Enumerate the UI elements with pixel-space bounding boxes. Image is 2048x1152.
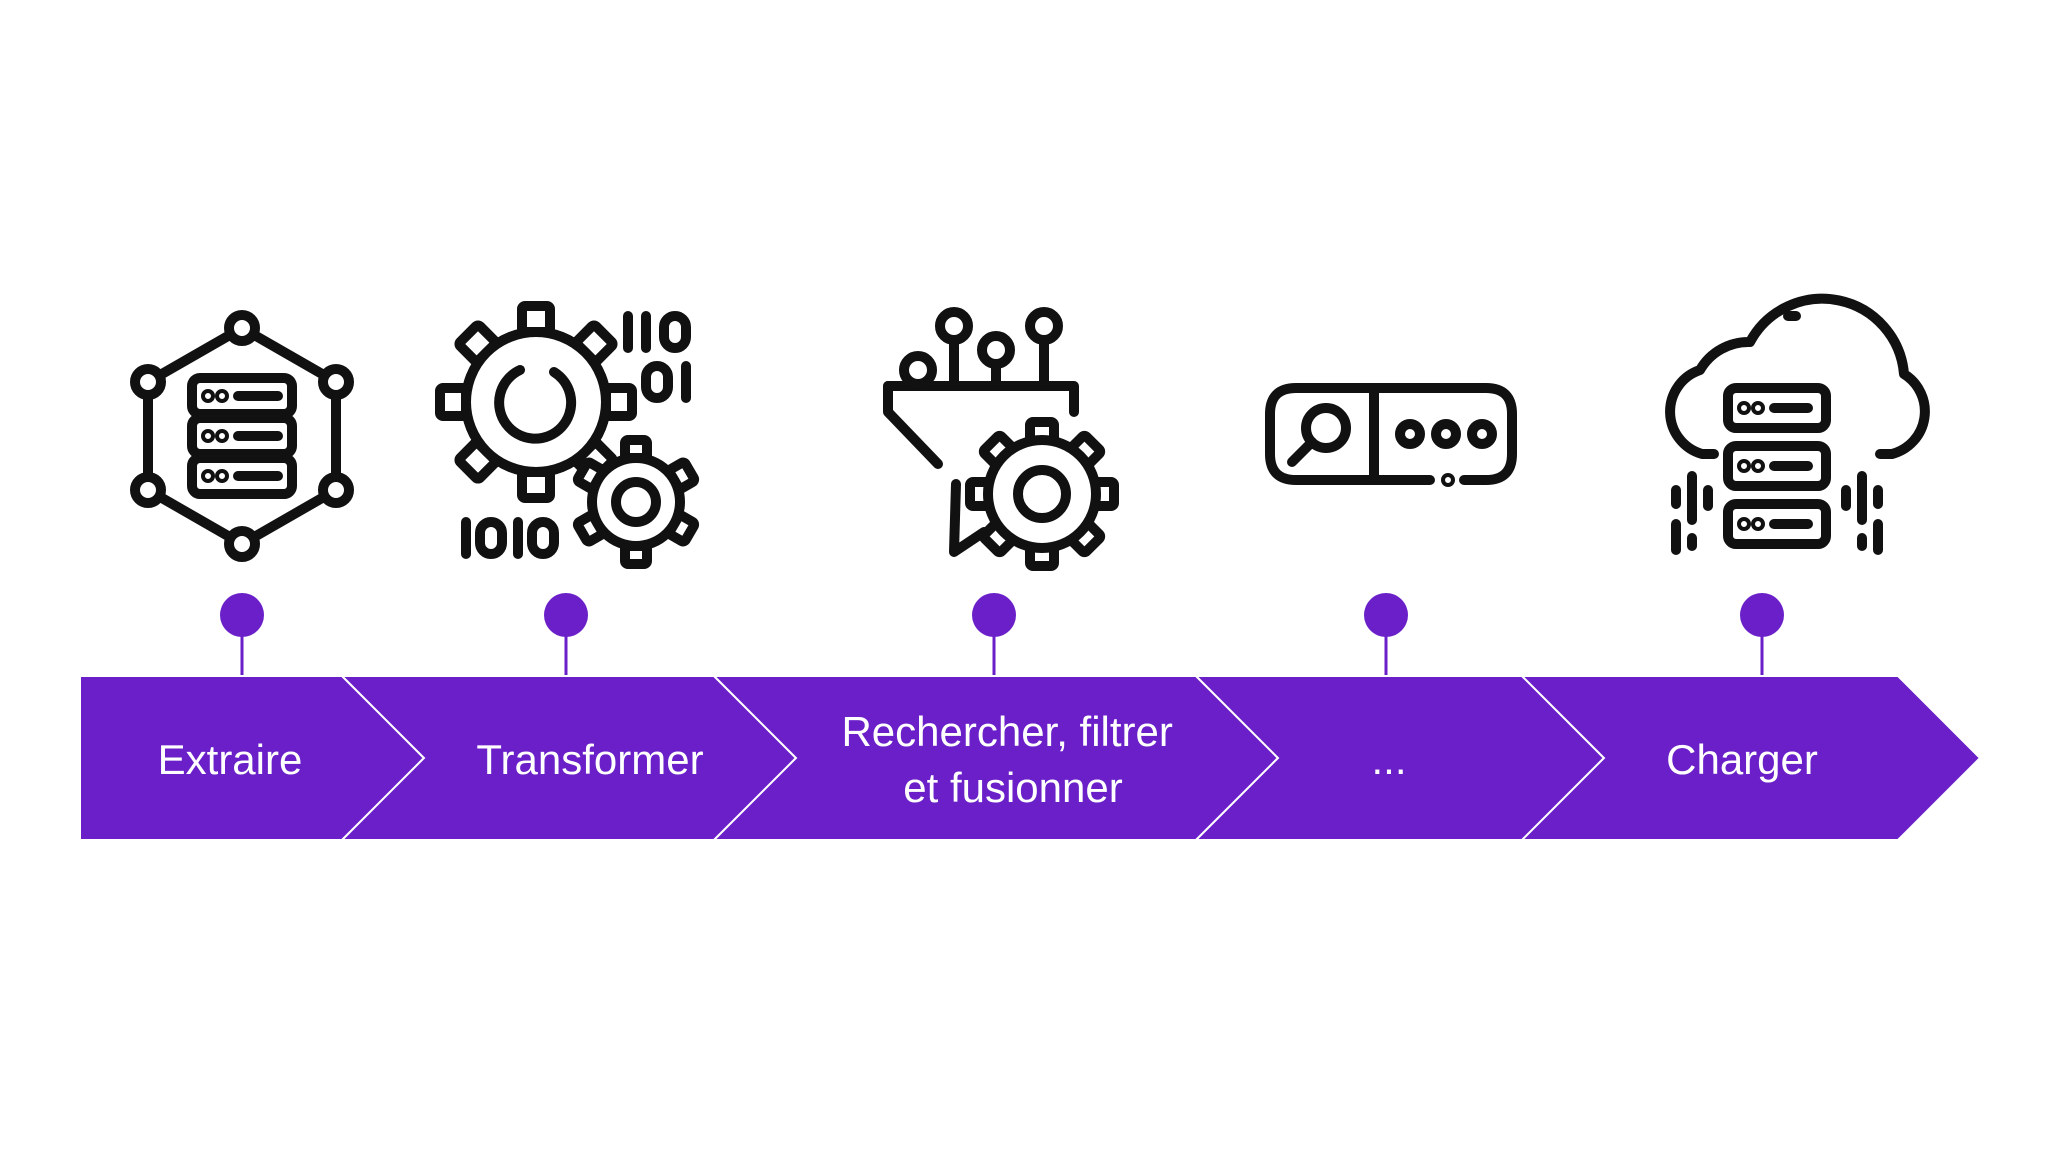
pin-dot-load xyxy=(1740,593,1784,637)
database-network-icon xyxy=(130,310,354,562)
step-label-load: Charger xyxy=(1666,736,1818,783)
process-arrow-band xyxy=(79,675,1982,841)
step-label-filter: Rechercher, filtrer et fusionner xyxy=(841,708,1184,811)
cloud-server-icon xyxy=(1665,293,1930,555)
pin-dot-more xyxy=(1364,593,1408,637)
step-label-more: ... xyxy=(1371,736,1406,783)
binary-digits-icon xyxy=(461,311,691,559)
step-labels: Extraire Transformer Rechercher, filtrer… xyxy=(158,708,1818,811)
funnel-gear-icon xyxy=(883,307,1119,571)
pin-dot-extract xyxy=(220,593,264,637)
step-label-extract: Extraire xyxy=(158,736,303,783)
step-label-transform: Transformer xyxy=(476,736,703,783)
gears-binary-icon xyxy=(435,301,700,569)
search-bar-icon xyxy=(1265,383,1517,487)
small-gear-icon xyxy=(572,435,700,569)
timeline-pins xyxy=(220,593,1784,676)
chevron-step-filter xyxy=(711,675,1280,841)
chevron-step-load xyxy=(1519,675,1982,841)
pin-dot-transform xyxy=(544,593,588,637)
pin-dot-filter xyxy=(972,593,1016,637)
